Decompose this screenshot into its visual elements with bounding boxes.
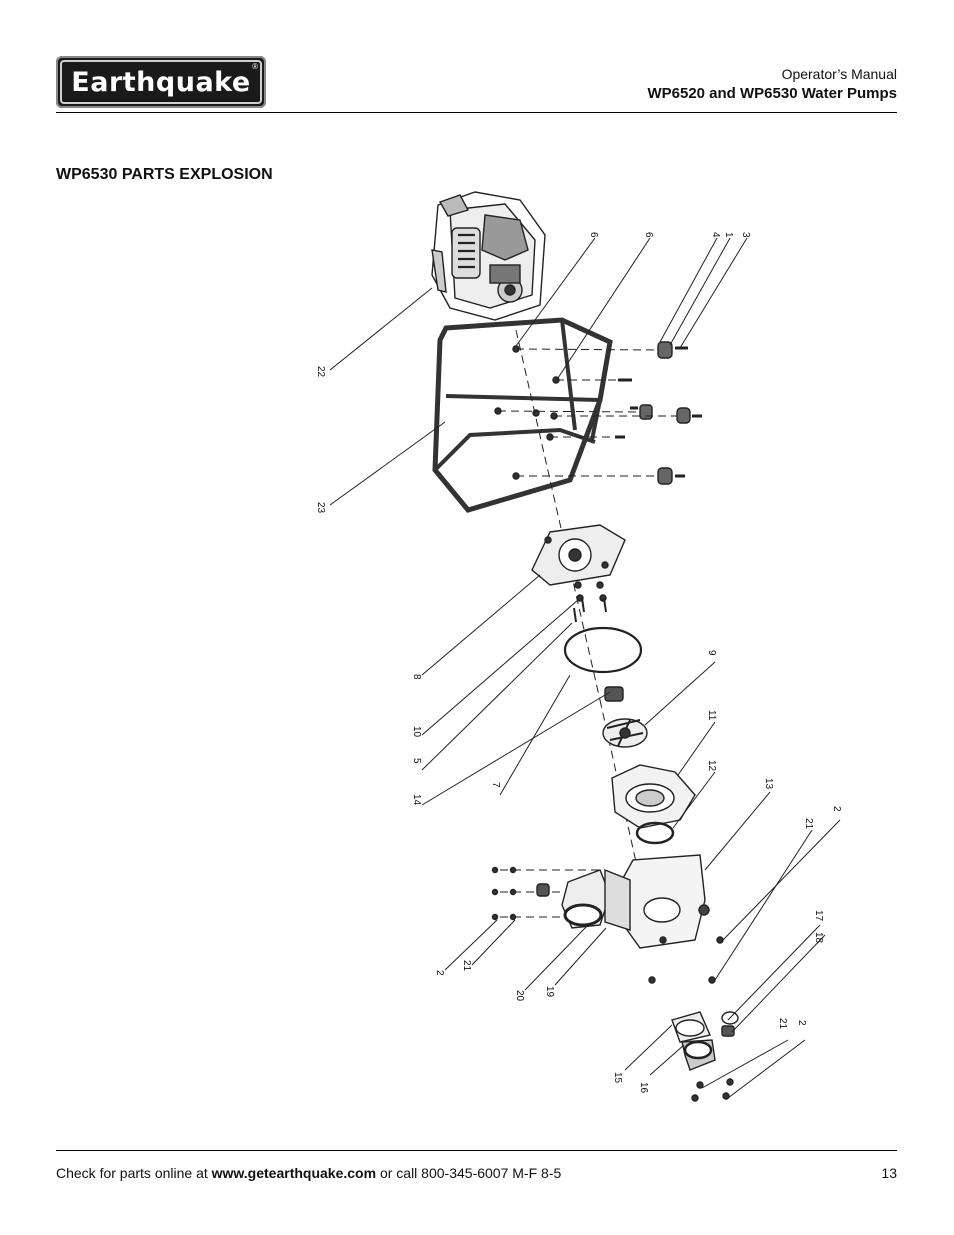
label-2a: 2 [831,806,842,812]
page-number: 13 [881,1165,897,1181]
section-title: WP6530 PARTS EXPLOSION [56,166,273,183]
frame-illustration [432,317,613,513]
pump-housing [619,854,710,949]
label-21b: 21 [461,960,472,972]
label-20: 20 [514,990,525,1002]
product-title: WP6520 and WP6530 Water Pumps [647,85,897,102]
shaft-nut [604,686,624,702]
label-8: 8 [411,674,422,680]
label-9: 9 [706,650,717,656]
label-2c: 2 [796,1020,807,1026]
o-ring [563,626,643,674]
part-labels: 6 6 4 1 3 22 23 8 10 5 14 7 9 11 12 13 2… [315,232,842,1094]
label-21c: 21 [777,1018,788,1030]
engine-illustration [431,191,546,321]
label-6b: 6 [643,232,654,238]
bolts-10 [573,581,607,623]
label-2b: 2 [434,970,445,976]
leader-lines [329,237,841,1099]
outlet-flange [671,1011,716,1102]
inlet-fitting [536,868,631,931]
label-12: 12 [706,760,717,772]
label-5: 5 [411,758,422,764]
label-7: 7 [490,782,501,788]
earthquake-logo: Earthquake ® [56,56,266,108]
label-23: 23 [315,502,326,514]
bolts-21 [491,866,724,984]
drain-plug [721,1011,739,1100]
volute [611,764,696,829]
label-11: 11 [706,710,717,721]
label-22: 22 [315,366,326,378]
label-4: 4 [710,232,721,238]
footer-suffix: or call 800-345-6007 M-F 8-5 [376,1165,562,1181]
label-10: 10 [411,726,422,738]
mounting-hardware [494,341,702,485]
footer-divider [56,1150,897,1151]
wear-ring [635,821,675,845]
label-6a: 6 [588,232,599,238]
label-18: 18 [813,932,824,944]
footer-prefix: Check for parts online at [56,1165,212,1181]
manual-label: Operator’s Manual [781,66,897,82]
footer-url-link[interactable]: www.getearthquake.com [211,1165,377,1181]
label-21a: 21 [803,818,814,830]
impeller [602,718,648,748]
label-19: 19 [544,986,555,998]
label-17: 17 [813,910,824,922]
label-3: 3 [740,232,751,238]
parts-explosion-diagram: 6 6 4 1 3 22 23 8 10 5 14 7 9 11 12 13 2… [315,191,842,1102]
logo-frame: Earthquake [60,60,262,104]
label-15: 15 [612,1072,623,1084]
label-1: 1 [723,232,734,238]
label-14: 14 [411,794,422,806]
logo-text: Earthquake [71,66,251,98]
label-16: 16 [638,1082,649,1094]
adapter-plate [531,524,626,586]
label-13: 13 [763,778,774,790]
header-divider [56,112,897,113]
footer-text: Check for parts online at www.getearthqu… [56,1165,561,1181]
logo-registered-mark: ® [252,62,258,71]
